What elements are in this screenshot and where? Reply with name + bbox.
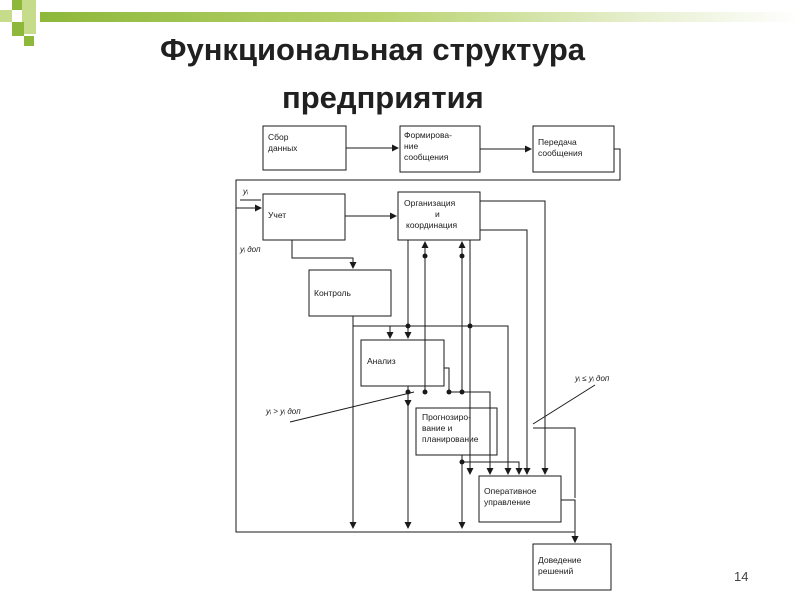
block-accounting xyxy=(262,193,346,241)
title-line-2: предприятия xyxy=(282,80,484,115)
feedback-transfer-loop xyxy=(235,148,621,212)
junction-dot xyxy=(467,323,473,329)
condition-yi-allowed: yᵢ доп xyxy=(239,245,261,254)
title-line-1: Функциональная структура xyxy=(160,32,586,67)
junction-dot xyxy=(422,253,428,259)
condition-yi: yᵢ xyxy=(242,187,249,196)
condition-le-line xyxy=(532,384,596,425)
page-number: 14 xyxy=(734,569,749,584)
deco-square-2 xyxy=(22,0,36,22)
condition-greater: yᵢ > yᵢ доп xyxy=(265,407,301,416)
block-analysis xyxy=(360,339,445,387)
label-forecasting: Прогнозиро- вание и планирование xyxy=(422,412,479,444)
forecast-to-operational xyxy=(461,455,523,475)
junction-dot xyxy=(422,389,428,395)
right-outer-bus xyxy=(533,427,576,498)
deco-square-6 xyxy=(24,36,34,46)
block-forecasting xyxy=(415,407,498,456)
accounting-down-line xyxy=(291,240,357,269)
label-delivery: Доведение решений xyxy=(538,555,584,576)
junction-dot xyxy=(446,389,452,395)
label-analysis: Анализ xyxy=(367,356,396,366)
condition-less-equal: yᵢ ≤ yᵢ доп xyxy=(574,374,610,383)
block-organization xyxy=(397,191,481,241)
block-delivery xyxy=(532,543,612,591)
condition-gt-line xyxy=(289,391,415,423)
deco-square-4 xyxy=(12,22,24,36)
deco-square-3 xyxy=(0,10,12,22)
junction-dot xyxy=(459,253,465,259)
control-right-bus xyxy=(390,325,512,475)
deco-square-1 xyxy=(12,0,22,10)
junction-dot xyxy=(405,389,411,395)
label-control: Контроль xyxy=(314,288,351,298)
junction-dot xyxy=(459,389,465,395)
label-accounting: Учет xyxy=(268,210,286,220)
control-to-analysis xyxy=(353,325,394,339)
junction-dot xyxy=(405,323,411,329)
slide-title: Функциональная структура предприятия xyxy=(0,26,800,122)
label-message-transfer: Передача сообщения xyxy=(538,137,583,158)
top-gradient-bar xyxy=(40,12,800,22)
block-control xyxy=(308,269,392,317)
label-message-forming: Формирова- ние сообщения xyxy=(404,130,454,162)
block-operational xyxy=(478,475,562,523)
operational-to-delivery xyxy=(561,499,579,543)
label-operational: Оперативное управление xyxy=(484,486,539,507)
label-data-collection: Сбор данных xyxy=(268,132,298,153)
org-right-bus-2 xyxy=(480,229,531,475)
org-right-bus xyxy=(480,200,549,475)
junction-dot xyxy=(459,459,465,465)
label-organization: Организация и координация xyxy=(404,198,458,230)
deco-square-5 xyxy=(24,22,36,34)
